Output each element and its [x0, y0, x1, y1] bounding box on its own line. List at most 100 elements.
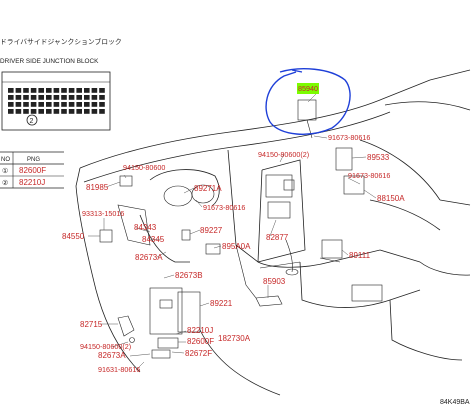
label-89221: 89221 [210, 299, 233, 308]
fuse-slot [76, 109, 82, 114]
console-side [299, 261, 421, 308]
table-row-no: ② [2, 179, 8, 187]
fuse-slot [38, 95, 44, 100]
fuse-slot [46, 95, 52, 100]
dash-top-line [79, 79, 431, 169]
leader-lines [88, 93, 377, 371]
part-table: NO PNG ① 82600F ② 82210J [0, 151, 64, 189]
fuse-slot [30, 102, 37, 107]
fuse-slot [8, 109, 14, 114]
leader [213, 245, 222, 249]
fuse-slot [68, 88, 75, 93]
bracket-box [283, 179, 295, 191]
fuse-slot [61, 102, 67, 107]
label-895A0A: 895A0A [222, 242, 251, 251]
fuse-slot [99, 102, 105, 107]
label-82673B: 82673B [175, 271, 203, 280]
gauge-left [163, 185, 193, 207]
leader [341, 249, 349, 256]
console-arm [419, 261, 471, 276]
leader [347, 177, 361, 185]
module-89111 [321, 239, 343, 259]
label-94150-b: 94150-80600(2) [258, 150, 309, 159]
fuse-slot [68, 109, 75, 114]
fuse-slot [84, 109, 90, 114]
fuse-slot [53, 88, 60, 93]
fuse-slot [61, 109, 67, 114]
fuse-slot [38, 88, 44, 93]
label-82673A-top: 82673A [135, 253, 163, 262]
leader [269, 219, 277, 237]
fuse-slot [84, 95, 90, 100]
left-dash-edge [75, 167, 97, 291]
lower-left-panel [117, 204, 151, 246]
fuse-slot [30, 88, 37, 93]
table-header-png: PNG [27, 157, 40, 163]
fuse-slot [23, 88, 29, 93]
label-91673-mid: 91673-80616 [203, 203, 245, 212]
shift-knob [285, 268, 299, 276]
small-relay [151, 349, 171, 359]
fuse-slot [46, 109, 52, 114]
fuse-slot [91, 109, 98, 114]
label-88150A: 88150A [377, 194, 405, 203]
glovebox-line [369, 199, 441, 231]
relay-box [157, 337, 179, 349]
fuse-slot [76, 88, 82, 93]
label-91631: 91631-80616 [98, 365, 140, 374]
fuse-slot [46, 88, 52, 93]
climate-panel [267, 201, 291, 219]
leader [129, 353, 151, 357]
leader [175, 330, 187, 335]
leader [307, 93, 317, 103]
fuse-slot [99, 109, 105, 114]
windshield-edge [429, 69, 471, 81]
leader [279, 153, 285, 163]
console-front [259, 261, 301, 269]
fuse-slot [15, 109, 22, 114]
fuse-slot [30, 109, 37, 114]
console-edge [319, 257, 341, 263]
label-82715: 82715 [80, 320, 103, 329]
fuse-slot [23, 109, 29, 114]
part-895A0A [205, 243, 221, 255]
label-82672F: 82672F [185, 349, 212, 358]
label-89271A: 89271A [194, 184, 222, 193]
leader [313, 135, 328, 139]
fuse-slot [76, 95, 82, 100]
leader [351, 156, 367, 159]
label-highlight [297, 83, 319, 94]
label-93313: 93313-15016 [82, 209, 124, 218]
lower-stack-line [235, 244, 257, 299]
leader [195, 199, 203, 208]
console-top [257, 249, 421, 268]
label-82600F: 82600F [187, 337, 214, 346]
floor-curve [199, 329, 281, 396]
fuse-grid [8, 88, 105, 114]
fuse-slot [68, 95, 75, 100]
fuse-slot [23, 95, 29, 100]
leader [199, 302, 210, 307]
right-cowl [384, 101, 471, 111]
label-91673-top: 91673-80616 [328, 133, 370, 142]
label-182730A: 182730A [218, 334, 251, 343]
fuse-slot [23, 102, 29, 107]
leader [171, 351, 185, 354]
steering-column [139, 214, 190, 263]
fuse-slot [91, 102, 98, 107]
fuse-slot [91, 88, 98, 93]
label-85940: 85940 [298, 84, 318, 93]
label-84343: 84343 [134, 223, 157, 232]
leader [135, 361, 145, 371]
fuse-slot [53, 95, 60, 100]
ecu-module-right [177, 291, 201, 333]
label-81985: 81985 [86, 183, 109, 192]
fuse-slot [30, 95, 37, 100]
right-module [343, 175, 365, 195]
table-header-no: NO [1, 157, 10, 163]
fuse-slot [8, 102, 14, 107]
label-82673A-bot: 82673A [98, 351, 126, 360]
fuse-slot [8, 95, 14, 100]
